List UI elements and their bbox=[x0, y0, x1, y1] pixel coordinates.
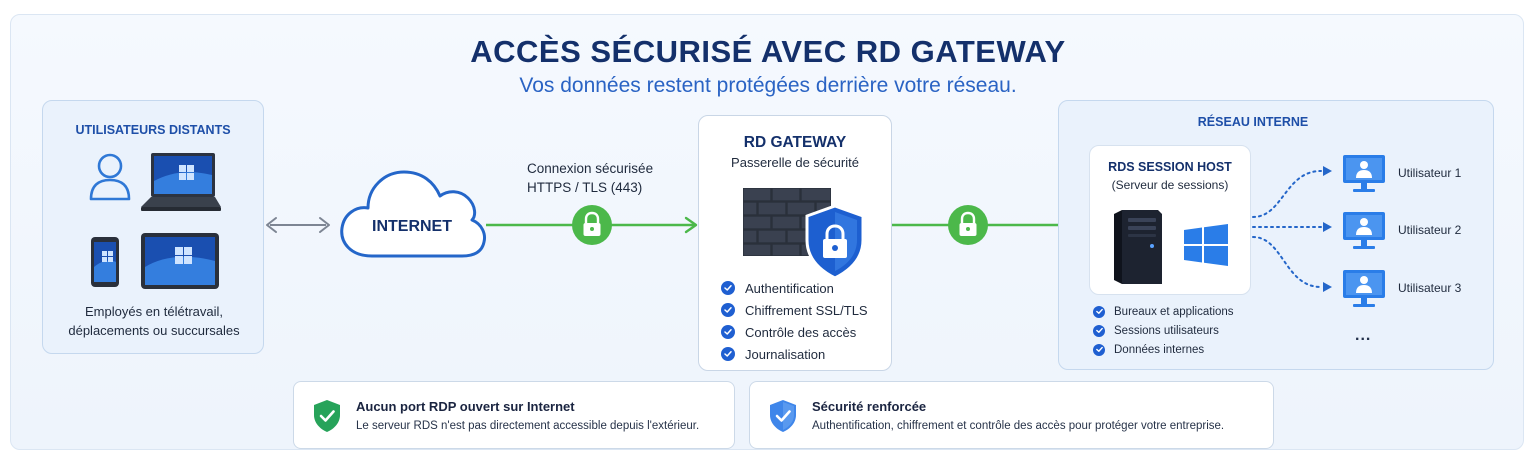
check-icon bbox=[721, 303, 735, 317]
internal-network-panel: RÉSEAU INTERNE RDS SESSION HOST (Serveur… bbox=[1058, 100, 1494, 370]
windows-logo-icon bbox=[1184, 224, 1228, 266]
internet-label: INTERNET bbox=[372, 218, 452, 235]
more-users-ellipsis: ... bbox=[1355, 327, 1372, 344]
session-host-feature: Bureaux et applications bbox=[1093, 302, 1234, 321]
session-host-feature: Sessions utilisateurs bbox=[1093, 321, 1234, 340]
laptop-icon bbox=[141, 153, 221, 211]
session-host-card: RDS SESSION HOST (Serveur de sessions) bbox=[1089, 145, 1251, 295]
cloud-icon bbox=[340, 170, 486, 258]
gateway-feature: Contrôle des accès bbox=[721, 321, 868, 343]
check-icon bbox=[721, 325, 735, 339]
note-text: Le serveur RDS n'est pas directement acc… bbox=[356, 420, 700, 432]
check-icon bbox=[721, 281, 735, 295]
gateway-title: RD GATEWAY bbox=[743, 134, 847, 151]
connection-label-line1: Connexion sécurisée bbox=[527, 161, 654, 176]
gateway-feature-list: Authentification Chiffrement SSL/TLS Con… bbox=[721, 277, 868, 365]
session-host-feature: Données internes bbox=[1093, 340, 1234, 359]
check-icon bbox=[721, 347, 735, 361]
server-tower-icon bbox=[1114, 210, 1162, 284]
note-title: Sécurité renforcée bbox=[812, 399, 927, 414]
user-label-3: Utilisateur 3 bbox=[1398, 281, 1462, 295]
remote-users-panel: UTILISATEURS DISTANTS Employés en télétr… bbox=[42, 100, 264, 354]
note-no-rdp-port: Aucun port RDP ouvert sur Internet Le se… bbox=[293, 381, 735, 449]
bidirectional-arrow bbox=[266, 217, 330, 233]
connection-label-line2: HTTPS / TLS (443) bbox=[527, 180, 643, 195]
gateway-feature: Journalisation bbox=[721, 343, 868, 365]
session-host-title: RDS SESSION HOST bbox=[1108, 160, 1232, 174]
shield-check-icon bbox=[770, 400, 796, 432]
gateway-feature: Authentification bbox=[721, 277, 868, 299]
phone-icon bbox=[91, 237, 119, 287]
user-label-2: Utilisateur 2 bbox=[1398, 223, 1462, 237]
rd-gateway-panel: RD GATEWAY Passerelle de sécurité Authen… bbox=[698, 115, 892, 371]
page-subtitle: Vos données restent protégées derrière v… bbox=[519, 74, 1017, 97]
monitor-user-icon bbox=[1343, 212, 1385, 249]
gateway-subtitle: Passerelle de sécurité bbox=[731, 155, 859, 170]
shield-lock-icon bbox=[805, 204, 865, 280]
monitor-user-icon bbox=[1343, 270, 1385, 307]
monitor-user-icon bbox=[1343, 155, 1385, 192]
internal-network-title: RÉSEAU INTERNE bbox=[1197, 115, 1309, 129]
note-text: Authentification, chiffrement et contrôl… bbox=[812, 420, 1225, 432]
tablet-icon bbox=[141, 233, 219, 289]
session-user-connectors bbox=[1252, 166, 1332, 292]
remote-users-caption-line2: déplacements ou succursales bbox=[68, 323, 240, 338]
session-host-subtitle: (Serveur de sessions) bbox=[1111, 178, 1229, 192]
remote-users-caption-line1: Employés en télétravail, bbox=[84, 304, 223, 319]
note-security-reinforced: Sécurité renforcée Authentification, chi… bbox=[749, 381, 1274, 449]
page-title: ACCÈS SÉCURISÉ AVEC RD GATEWAY bbox=[470, 34, 1066, 69]
user-label-1: Utilisateur 1 bbox=[1398, 166, 1462, 180]
user-icon bbox=[89, 153, 131, 201]
shield-check-icon bbox=[314, 400, 340, 432]
lock-icon bbox=[948, 205, 988, 245]
note-title: Aucun port RDP ouvert sur Internet bbox=[356, 399, 575, 414]
gateway-to-network-arrow bbox=[892, 216, 1084, 234]
check-icon bbox=[1093, 305, 1105, 318]
session-host-feature-list: Bureaux et applications Sessions utilisa… bbox=[1093, 302, 1234, 359]
check-icon bbox=[1093, 324, 1105, 337]
gateway-feature: Chiffrement SSL/TLS bbox=[721, 299, 868, 321]
lock-icon bbox=[572, 205, 612, 245]
remote-users-title: UTILISATEURS DISTANTS bbox=[75, 123, 231, 137]
check-icon bbox=[1093, 343, 1105, 356]
